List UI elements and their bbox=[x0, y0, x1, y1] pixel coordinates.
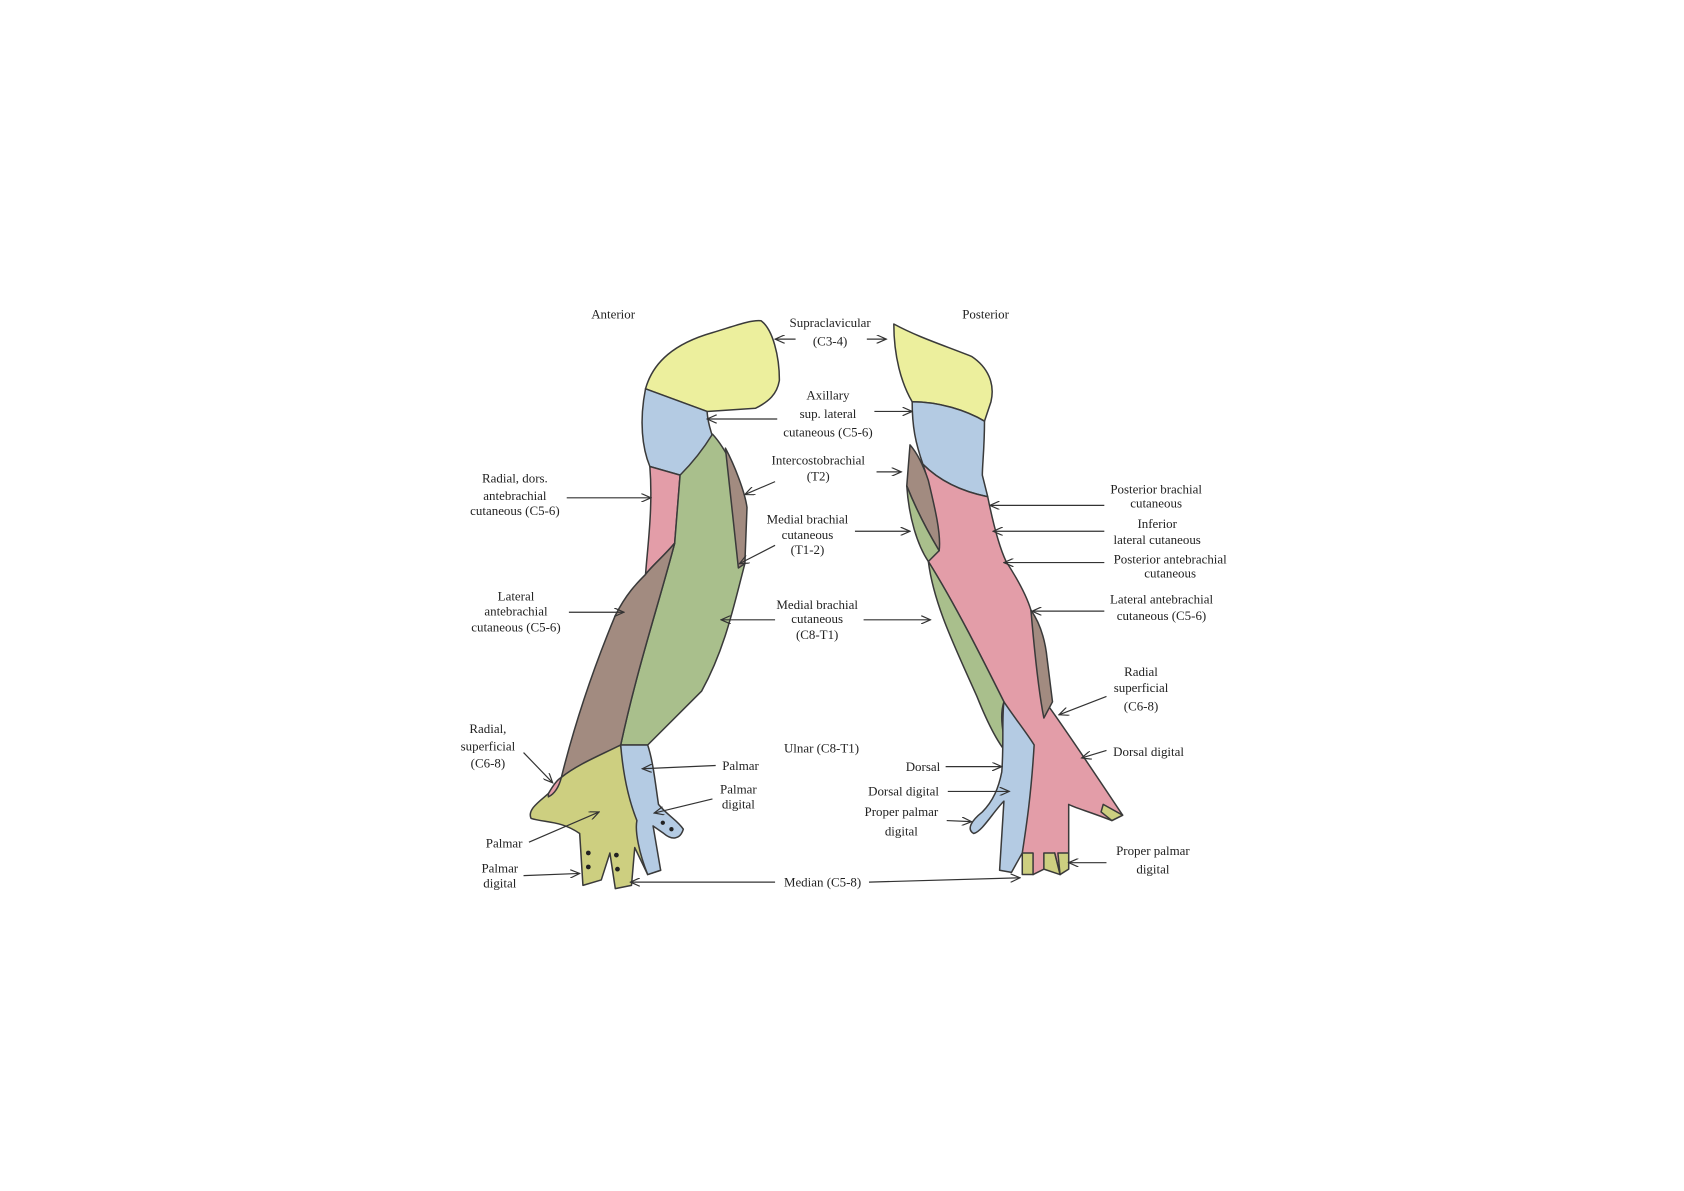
svg-text:cutaneous (C5-6): cutaneous (C5-6) bbox=[471, 620, 560, 635]
arrow-intercostobrachial-left bbox=[745, 481, 776, 495]
arrow-palmar-ulnar bbox=[642, 766, 716, 769]
svg-text:Palmar: Palmar bbox=[481, 860, 518, 875]
label-dorsal: Dorsal bbox=[906, 759, 1002, 774]
svg-text:superficial: superficial bbox=[461, 738, 516, 753]
svg-text:Posterior brachial: Posterior brachial bbox=[1110, 481, 1202, 496]
anterior-supraclavicular-region bbox=[644, 319, 781, 413]
label-inferior-lateral: Inferior lateral cutaneous bbox=[993, 516, 1201, 547]
anterior-digital-dots bbox=[585, 820, 674, 872]
label-dorsal-digital-ulnar: Dorsal digital bbox=[868, 784, 1009, 799]
arrow-palmar-median bbox=[528, 812, 599, 843]
svg-text:Palmar: Palmar bbox=[720, 782, 757, 797]
anterior-intercostobrachial-strip bbox=[724, 447, 748, 569]
posterior-fingertips bbox=[1021, 803, 1124, 876]
anterior-radial-thumb-spot bbox=[547, 776, 563, 798]
svg-text:Proper palmar: Proper palmar bbox=[1116, 843, 1190, 858]
label-median: Median (C5-8) bbox=[630, 874, 1020, 889]
svg-text:(T2): (T2) bbox=[807, 469, 830, 484]
svg-text:(T1-2): (T1-2) bbox=[791, 542, 825, 557]
posterior-title: Posterior bbox=[962, 307, 1009, 322]
label-dorsal-digital-radial: Dorsal digital bbox=[1082, 744, 1184, 759]
svg-text:Median (C5-8): Median (C5-8) bbox=[784, 874, 861, 889]
label-ulnar: Ulnar (C8-T1) bbox=[784, 741, 859, 756]
svg-text:digital: digital bbox=[483, 876, 516, 891]
arrow-medial-t12-left bbox=[739, 544, 776, 563]
svg-text:Intercostobrachial: Intercostobrachial bbox=[772, 452, 866, 467]
svg-text:lateral cutaneous: lateral cutaneous bbox=[1114, 532, 1201, 547]
label-medial-brachial-t12: Medial brachial cutaneous (T1-2) bbox=[739, 512, 910, 564]
svg-text:Posterior antebrachial: Posterior antebrachial bbox=[1114, 552, 1228, 567]
svg-text:Inferior: Inferior bbox=[1137, 516, 1177, 531]
label-palmar-digital-median: Palmar digital bbox=[481, 860, 580, 891]
svg-text:cutaneous: cutaneous bbox=[1130, 496, 1182, 511]
svg-text:(C3-4): (C3-4) bbox=[813, 334, 847, 349]
svg-text:cutaneous: cutaneous bbox=[782, 527, 834, 542]
svg-text:cutaneous (C5-6): cutaneous (C5-6) bbox=[1117, 608, 1206, 623]
posterior-arm bbox=[893, 323, 1124, 876]
arrow-proper-palmar-left bbox=[946, 821, 972, 822]
arrow-palmar-digital-ulnar bbox=[654, 798, 713, 813]
svg-text:(C6-8): (C6-8) bbox=[1124, 698, 1158, 713]
arrow-median-right bbox=[868, 878, 1020, 883]
svg-text:Medial brachial: Medial brachial bbox=[776, 597, 858, 612]
svg-text:Axillary: Axillary bbox=[806, 388, 850, 403]
label-proper-palmar-left: Proper palmar digital bbox=[865, 804, 972, 839]
posterior-lateral-lower bbox=[1030, 609, 1054, 719]
svg-text:digital: digital bbox=[1136, 861, 1169, 876]
label-posterior-brachial: Posterior brachial cutaneous bbox=[990, 481, 1202, 511]
svg-text:Palmar: Palmar bbox=[486, 836, 523, 851]
svg-text:digital: digital bbox=[885, 824, 918, 839]
svg-text:Proper palmar: Proper palmar bbox=[865, 804, 939, 819]
svg-text:antebrachial: antebrachial bbox=[483, 488, 547, 503]
label-posterior-antebrachial: Posterior antebrachial cutaneous bbox=[1004, 552, 1227, 581]
svg-text:Lateral: Lateral bbox=[498, 588, 535, 603]
svg-text:antebrachial: antebrachial bbox=[484, 603, 548, 618]
label-intercostobrachial: Intercostobrachial (T2) bbox=[745, 452, 902, 494]
svg-text:Dorsal digital: Dorsal digital bbox=[868, 784, 939, 799]
svg-text:cutaneous: cutaneous bbox=[1144, 566, 1196, 581]
anterior-ulnar-hand bbox=[619, 744, 685, 876]
svg-text:cutaneous: cutaneous bbox=[791, 611, 843, 626]
label-radial-dors: Radial, dors. antebrachial cutaneous (C5… bbox=[470, 471, 651, 518]
svg-text:Lateral antebrachial: Lateral antebrachial bbox=[1110, 592, 1213, 607]
svg-text:Dorsal: Dorsal bbox=[906, 759, 941, 774]
label-medial-brachial-c8t1: Medial brachial cutaneous (C8-T1) bbox=[721, 597, 930, 642]
svg-text:sup. lateral: sup. lateral bbox=[800, 406, 857, 421]
label-proper-palmar-right: Proper palmar digital bbox=[1069, 843, 1190, 876]
svg-text:Palmar: Palmar bbox=[722, 758, 759, 773]
svg-text:Radial, dors.: Radial, dors. bbox=[482, 471, 548, 486]
label-supraclavicular: Supraclavicular (C3-4) bbox=[775, 315, 886, 349]
arrow-radial-superficial-anterior bbox=[523, 752, 553, 783]
label-lateral-antebrachial-posterior: Lateral antebrachial cutaneous (C5-6) bbox=[1032, 592, 1213, 623]
label-radial-superficial-posterior: Radial superficial (C6-8) bbox=[1059, 664, 1169, 715]
label-palmar-ulnar: Palmar bbox=[642, 758, 760, 773]
svg-text:(C8-T1): (C8-T1) bbox=[796, 627, 838, 642]
svg-text:Medial brachial: Medial brachial bbox=[767, 512, 849, 527]
svg-text:digital: digital bbox=[722, 797, 755, 812]
svg-text:Supraclavicular: Supraclavicular bbox=[790, 315, 872, 330]
svg-text:Radial: Radial bbox=[1124, 664, 1158, 679]
arrow-palmar-digital-median bbox=[523, 873, 580, 875]
label-palmar-median: Palmar bbox=[486, 812, 599, 851]
arrow-dorsal-digital-radial bbox=[1082, 749, 1107, 758]
svg-text:cutaneous (C5-6): cutaneous (C5-6) bbox=[783, 424, 872, 439]
svg-text:Radial,: Radial, bbox=[469, 721, 506, 736]
posterior-medial-upper bbox=[906, 485, 940, 563]
svg-text:(C6-8): (C6-8) bbox=[471, 756, 506, 771]
arrow-radial-superficial-posterior bbox=[1059, 695, 1107, 714]
label-lateral-antebrachial-anterior: Lateral antebrachial cutaneous (C5-6) bbox=[471, 588, 624, 635]
anterior-title: Anterior bbox=[591, 307, 636, 322]
label-radial-superficial-anterior: Radial, superficial (C6-8) bbox=[461, 721, 553, 783]
svg-text:superficial: superficial bbox=[1114, 680, 1169, 695]
svg-text:cutaneous (C5-6): cutaneous (C5-6) bbox=[470, 503, 559, 518]
label-palmar-digital-ulnar: Palmar digital bbox=[654, 782, 757, 813]
svg-text:Dorsal digital: Dorsal digital bbox=[1113, 744, 1184, 759]
label-axillary: Axillary sup. lateral cutaneous (C5-6) bbox=[707, 388, 912, 439]
